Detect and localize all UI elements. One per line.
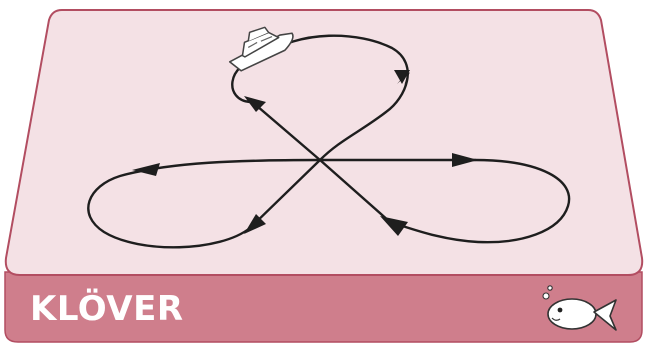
arrow-right-arm [452, 153, 478, 167]
route-left-loop [87, 158, 322, 249]
route-start [248, 98, 322, 162]
fish-icon [542, 285, 617, 331]
arrow-downleft [244, 214, 266, 234]
board-side [4, 271, 643, 343]
arrow-right-loop [380, 216, 408, 236]
bubble-1 [542, 292, 550, 300]
board-top [4, 9, 644, 276]
arrow-left-loop [132, 163, 160, 176]
route-left-arm [248, 158, 322, 230]
boat-icon [228, 26, 294, 72]
arrow-top-down [394, 70, 410, 84]
bubble-2 [547, 285, 553, 291]
diagram-label: KLÖVER [30, 289, 184, 329]
arrow-upleft [244, 96, 266, 112]
route-right-loop [318, 158, 571, 244]
